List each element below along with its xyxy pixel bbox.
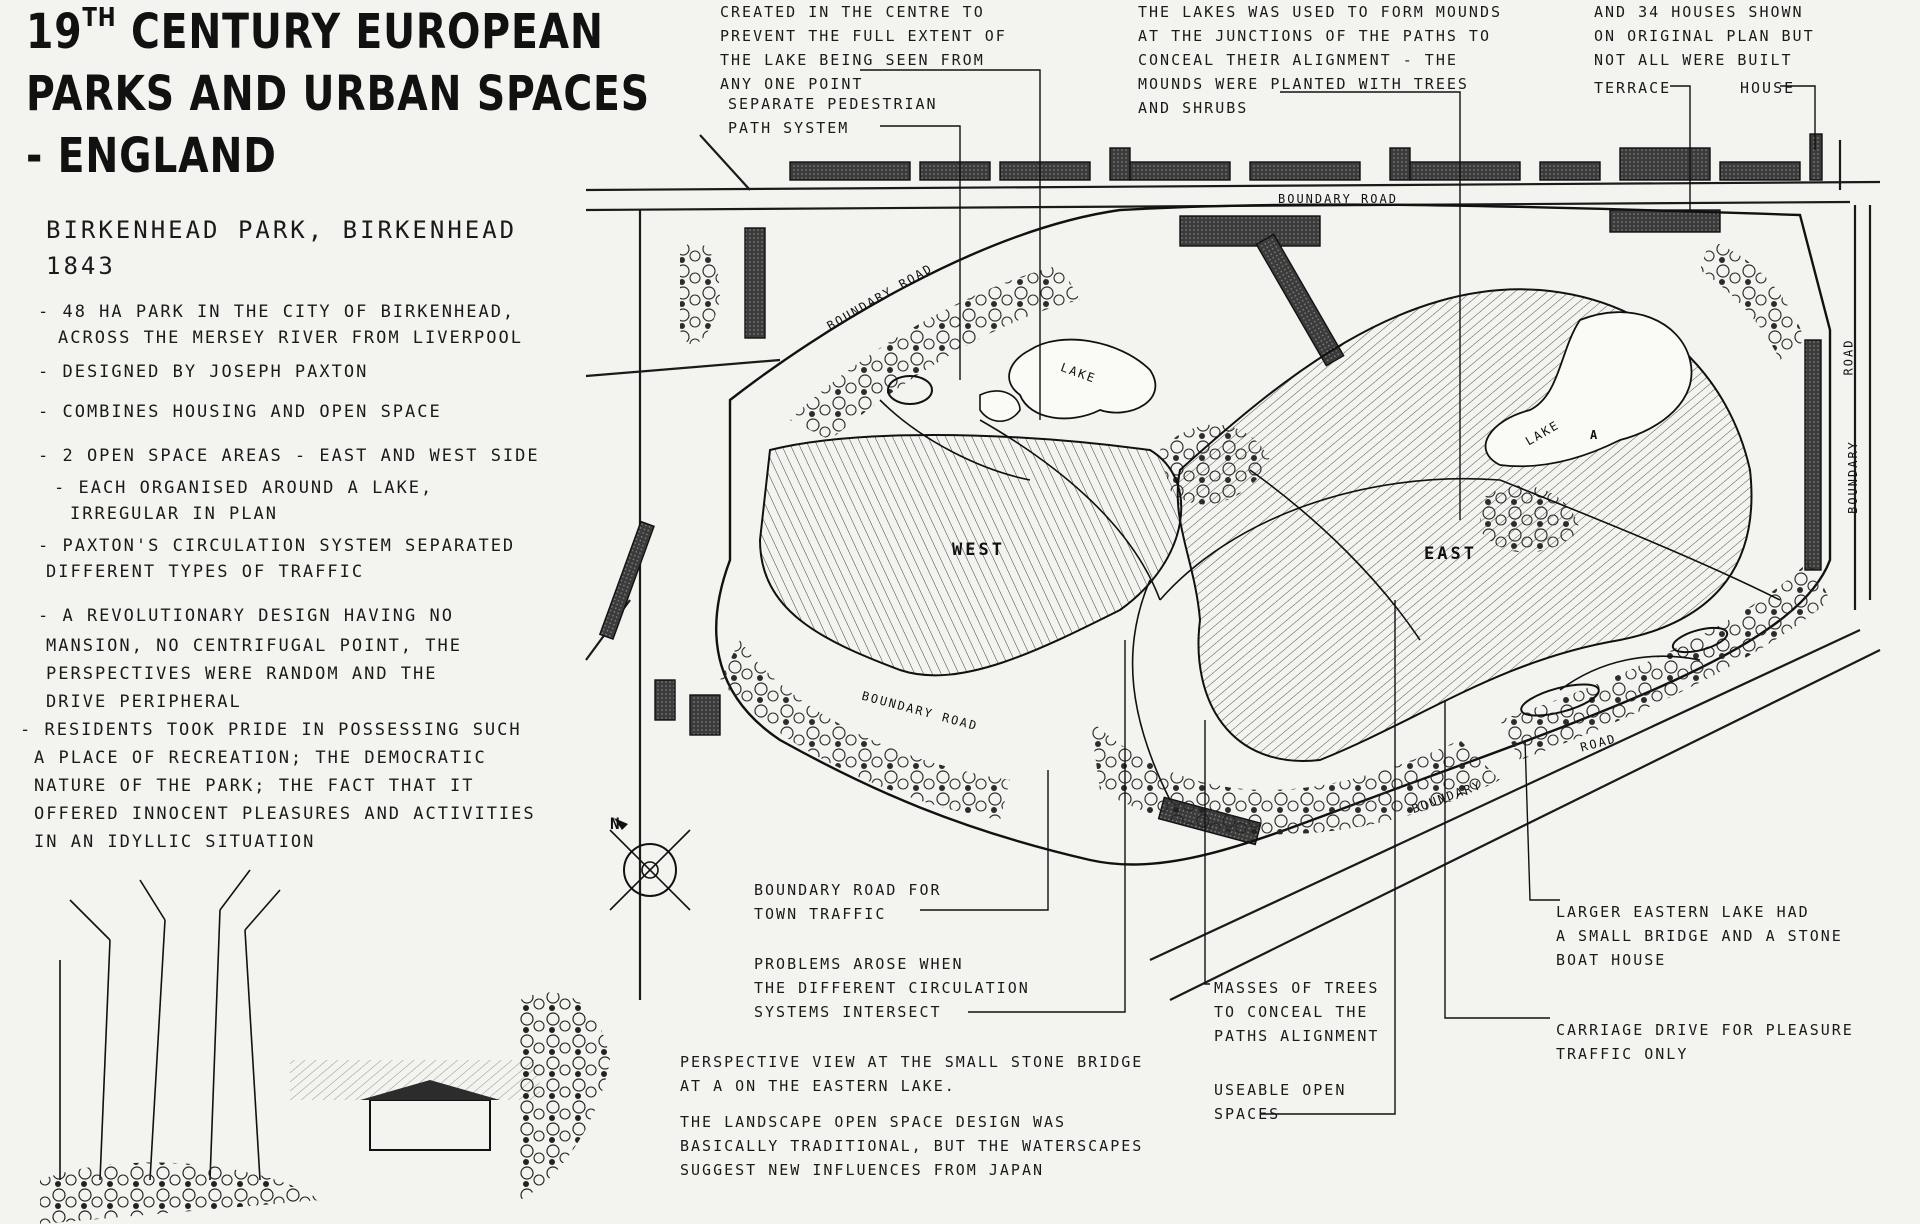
note-line: - A REVOLUTIONARY DESIGN HAVING NO: [38, 606, 454, 626]
terrace-houses: [598, 133, 1823, 846]
note-line: ACROSS THE MERSEY RIVER FROM LIVERPOOL: [58, 328, 523, 348]
note-line: IRREGULAR IN PLAN: [70, 504, 278, 524]
note-line: - 2 OPEN SPACE AREAS - EAST AND WEST SID…: [38, 446, 540, 466]
outer-roads: [585, 134, 1881, 1001]
annotation-larger-eastern-lake: LARGER EASTERN LAKE HAD A SMALL BRIDGE A…: [1556, 903, 1843, 969]
west-label: WEST: [952, 540, 1005, 560]
west-lake: [1008, 338, 1157, 420]
park-name: BIRKENHEAD PARK, BIRKENHEAD: [46, 216, 518, 244]
leader-lines: [860, 69, 1816, 1115]
annotation-problems: PROBLEMS AROSE WHEN THE DIFFERENT CIRCUL…: [754, 955, 1030, 1021]
note-line: - 48 HA PARK IN THE CITY OF BIRKENHEAD,: [38, 302, 516, 322]
note-line: MANSION, NO CENTRIFUGAL POINT, THE: [46, 636, 462, 656]
west-lake-inlet: [979, 390, 1021, 423]
annotation-houses: AND 34 HOUSES SHOWN ON ORIGINAL PLAN BUT…: [1594, 3, 1815, 69]
note-line: - DESIGNED BY JOSEPH PAXTON: [38, 362, 369, 382]
perspective-sketch: [40, 869, 610, 1224]
note-line: NATURE OF THE PARK; THE FACT THAT IT: [34, 776, 475, 796]
annotation-house: HOUSE: [1740, 79, 1796, 97]
note-line: OFFERED INNOCENT PLEASURES AND ACTIVITIE…: [34, 804, 536, 824]
internal-paths: [879, 399, 1781, 801]
boundary-road-label-top: BOUNDARY ROAD: [1278, 192, 1398, 206]
note-line: PERSPECTIVES WERE RANDOM AND THE: [46, 664, 438, 684]
note-line: IN AN IDYLLIC SITUATION: [34, 832, 316, 852]
north-label: N: [610, 814, 622, 833]
note-line: - EACH ORGANISED AROUND A LAKE,: [54, 478, 434, 498]
annotation-carriage-drive: CARRIAGE DRIVE FOR PLEASURE TRAFFIC ONLY: [1556, 1021, 1854, 1063]
annotation-masses-of-trees: MASSES OF TREES TO CONCEAL THE PATHS ALI…: [1214, 979, 1380, 1045]
annotation-landscape-design: THE LANDSCAPE OPEN SPACE DESIGN WAS BASI…: [680, 1113, 1144, 1179]
title-line-1: 19TH CENTURY EUROPEAN: [26, 3, 604, 60]
road-label-east-top: ROAD: [1841, 338, 1856, 376]
annotation-boundary-road: BOUNDARY ROAD FOR TOWN TRAFFIC: [754, 881, 942, 923]
north-arrow-icon: [609, 818, 691, 911]
annotation-terrace: TERRACE: [1594, 79, 1672, 97]
annotation-pedestrian-path: SEPARATE PEDESTRIAN PATH SYSTEM: [728, 95, 938, 137]
west-open-space: [758, 434, 1183, 677]
note-line: - PAXTON'S CIRCULATION SYSTEM SEPARATED: [38, 536, 516, 556]
note-line: DRIVE PERIPHERAL: [46, 692, 242, 712]
annotation-useable-open-spaces: USEABLE OPEN SPACES: [1214, 1081, 1347, 1123]
note-line: A PLACE OF RECREATION; THE DEMOCRATIC: [34, 748, 487, 768]
park-year: 1843: [46, 252, 116, 280]
roundabouts: [887, 375, 1729, 717]
note-line: - COMBINES HOUSING AND OPEN SPACE: [38, 402, 442, 422]
annotation-mounds-centre: CREATED IN THE CENTRE TO PREVENT THE FUL…: [720, 3, 1007, 93]
annotation-perspective-view: PERSPECTIVE VIEW AT THE SMALL STONE BRID…: [680, 1053, 1144, 1095]
east-lake: [1484, 311, 1693, 468]
note-line: - RESIDENTS TOOK PRIDE IN POSSESSING SUC…: [20, 720, 522, 740]
note-line: DIFFERENT TYPES OF TRAFFIC: [46, 562, 365, 582]
east-label: EAST: [1424, 544, 1477, 564]
bridge-marker-label: A: [1590, 428, 1600, 442]
boundary-label-east: BOUNDARY: [1845, 440, 1860, 514]
title-line-3: - ENGLAND: [26, 128, 277, 184]
annotation-lakes-mounds: THE LAKES WAS USED TO FORM MOUNDS AT THE…: [1138, 3, 1503, 117]
